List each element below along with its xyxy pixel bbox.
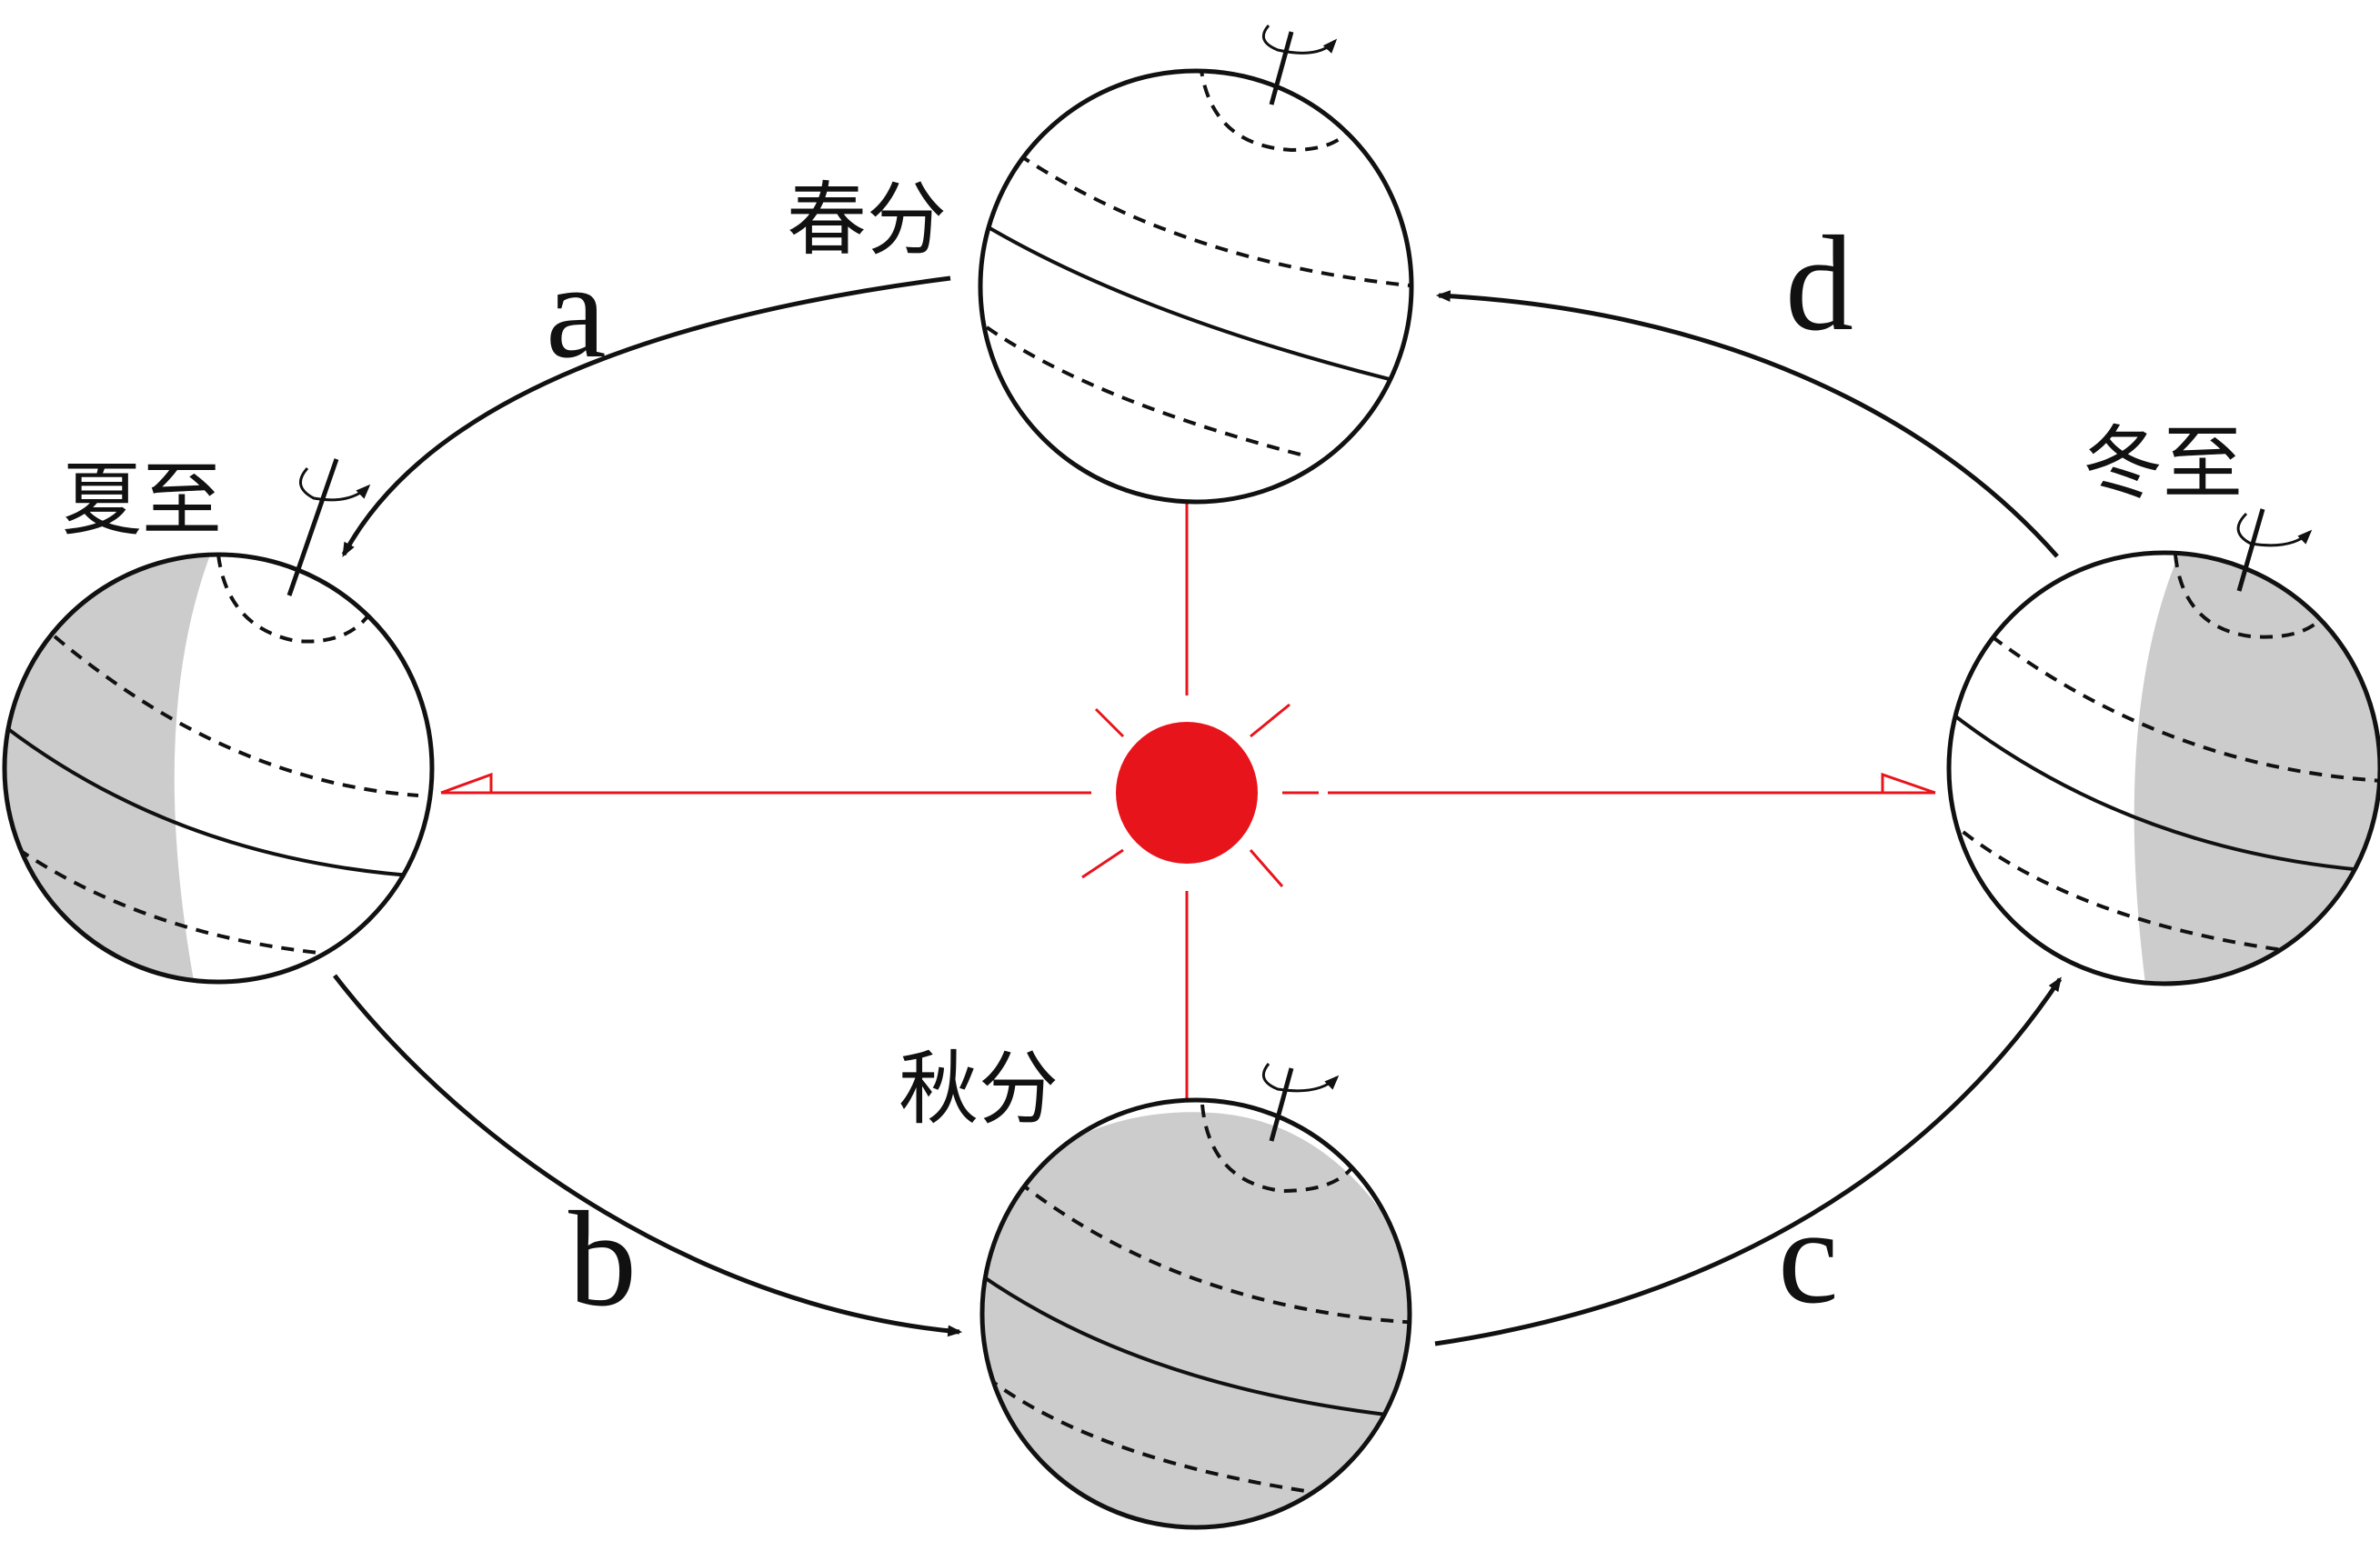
label-summer-solstice: 夏至: [62, 453, 222, 546]
rotation-arrow-icon: [1261, 1063, 1340, 1093]
sun-ray: [1081, 848, 1124, 879]
orbit-arc-d: [1435, 290, 2059, 558]
sun-ray: [1250, 703, 1290, 738]
rotation-arrow-icon: [299, 466, 371, 502]
earth-summer-solstice: [2, 458, 435, 985]
sunlight-lines: [440, 380, 1936, 1100]
orbit-arc-b: [333, 974, 963, 1337]
label-segment-c: c: [1778, 1181, 1839, 1332]
rotation-arrow-icon: [1261, 25, 1338, 55]
orbit-arc-a: [341, 275, 951, 557]
label-segment-d: d: [1785, 208, 1853, 359]
label-autumn-equinox: 秋分: [899, 1042, 1059, 1136]
sunlight-marker-winter: [1881, 772, 1936, 795]
sun-icon: [1116, 722, 1258, 864]
earth-spring-equinox: [978, 25, 1414, 505]
sun-ray: [1249, 849, 1284, 887]
label-winter-solstice: 冬至: [2083, 416, 2243, 510]
sun-ray: [1094, 707, 1125, 738]
orbit-arc-c: [1434, 976, 2063, 1346]
earth-autumn-equinox: [979, 1063, 1412, 1530]
label-segment-b: b: [568, 1184, 637, 1335]
sunlight-marker-summer: [440, 772, 493, 795]
earth-winter-solstice: [1946, 508, 2380, 986]
label-segment-a: a: [546, 235, 607, 386]
label-spring-equinox: 春分: [787, 173, 947, 266]
rotation-arrow-icon: [2236, 512, 2313, 547]
orbit-path: [333, 275, 2063, 1346]
